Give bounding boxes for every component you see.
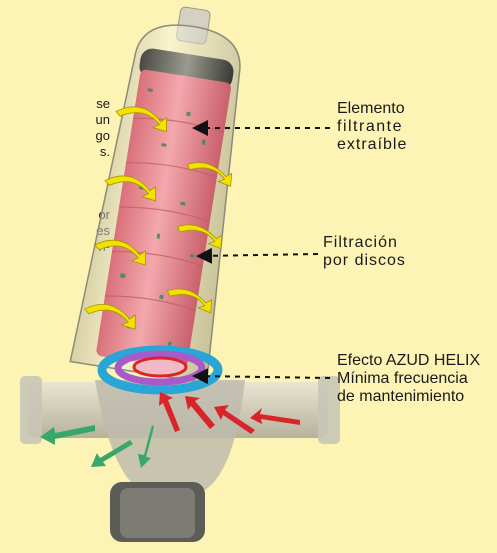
- callout-elemento-filtrante: Elemento filtrante extraíble: [337, 100, 407, 154]
- callout-filtracion: Filtración por discos: [323, 234, 406, 270]
- callout-line: Elemento: [337, 100, 407, 118]
- callout-helix: Efecto AZUD HELIX Mínima frecuencia de m…: [337, 352, 480, 406]
- callout-line: por discos: [323, 252, 406, 270]
- callout-line: Efecto AZUD HELIX: [337, 352, 480, 370]
- transparent-housing: [70, 0, 264, 383]
- callout-line: Mínima frecuencia: [337, 370, 480, 388]
- helix-ring: [102, 350, 218, 390]
- callout-line: Filtración: [323, 234, 406, 252]
- filter-base: [95, 380, 245, 542]
- callout-line: de mantenimiento: [337, 388, 480, 406]
- callout-line: extraíble: [337, 136, 407, 154]
- callout-line: filtrante: [337, 118, 407, 136]
